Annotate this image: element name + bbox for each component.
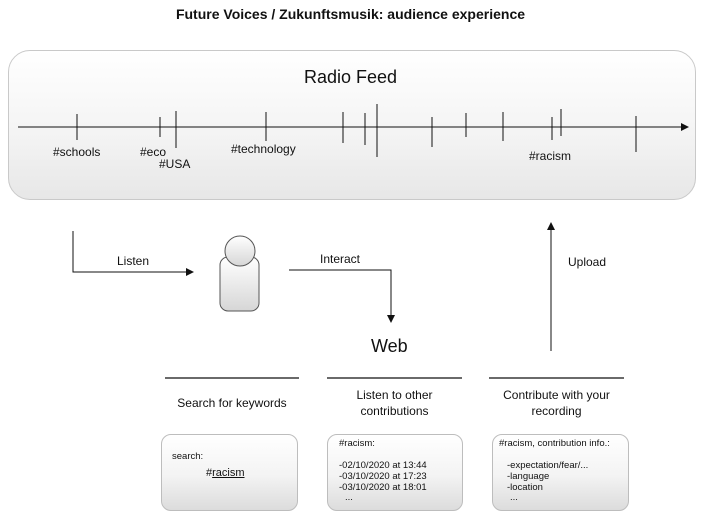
contribute-field: -language (507, 471, 550, 482)
contribute-field: -expectation/fear/... (507, 460, 589, 471)
contributions-card[interactable]: #racism: -02/10/2020 at 13:44 -03/10/202… (327, 434, 463, 511)
tag-racism: #racism (529, 149, 572, 163)
listen-arrow (72, 231, 194, 276)
diagram-title: Future Voices / Zukunftsmusik: audience … (175, 6, 526, 22)
contributions-title: #racism: (339, 438, 375, 449)
contribute-field: -location (507, 482, 543, 493)
search-query[interactable]: #racism (206, 467, 245, 479)
person-figure (219, 235, 260, 312)
radio-feed-title: Radio Feed (303, 67, 398, 87)
radio-feed-panel (8, 50, 696, 200)
search-label: search: (172, 451, 204, 462)
tag-usa: #USA (159, 157, 191, 171)
interact-label: Interact (320, 252, 361, 266)
contribution-entry[interactable]: -03/10/2020 at 17:23 (339, 471, 427, 482)
contribution-entry[interactable]: -03/10/2020 at 18:01 (339, 482, 427, 493)
web-label: Web (371, 336, 408, 356)
tag-schools: #schools (53, 145, 101, 159)
contribute-more: ... (510, 492, 518, 503)
search-racism-link[interactable]: racism (212, 467, 245, 479)
contribution-entry[interactable]: -02/10/2020 at 13:44 (339, 460, 427, 471)
heading-search-keywords: Search for keywords (177, 396, 287, 410)
heading-listen-contributions: Listen to other contributions (356, 388, 433, 418)
contribution-more: ... (345, 492, 353, 503)
contribute-title: #racism, contribution info.: (499, 438, 610, 449)
listen-label: Listen (117, 254, 150, 268)
tag-technology: #technology (231, 142, 296, 156)
tag-eco: #eco (140, 145, 167, 159)
interact-arrow (289, 269, 395, 323)
search-hash: # (206, 467, 213, 479)
upload-label: Upload (568, 255, 607, 269)
heading-contribute-recording: Contribute with your recording (503, 388, 610, 418)
search-card[interactable]: search: #racism (161, 434, 298, 511)
timeline-ticks (76, 104, 637, 157)
contribute-card[interactable]: #racism, contribution info.: -expectatio… (492, 434, 629, 511)
